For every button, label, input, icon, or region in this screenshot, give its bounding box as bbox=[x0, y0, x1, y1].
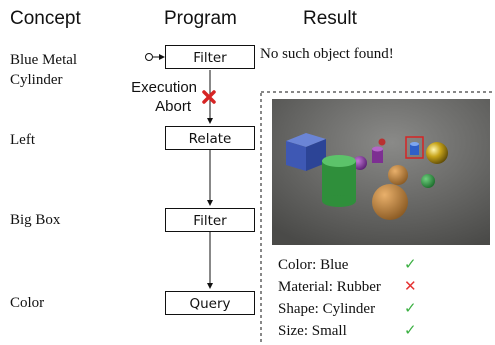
concept-left: Left bbox=[10, 132, 35, 148]
attribute-text: Material: Rubber bbox=[278, 279, 381, 295]
attribute-row-material: Material: Rubber ✕ bbox=[278, 276, 417, 298]
attribute-row-color: Color: Blue ✓ bbox=[278, 254, 417, 276]
concept-line: Blue Metal bbox=[10, 52, 78, 68]
program-step-filter: Filter bbox=[165, 208, 255, 232]
concept-blue-metal-cylinder: Blue Metal Cylinder bbox=[10, 50, 77, 90]
abort-x-icon bbox=[202, 90, 216, 104]
result-header: Result bbox=[303, 8, 357, 29]
execution-abort-line: Abort bbox=[155, 98, 191, 115]
attribute-row-shape: Shape: Cylinder ✓ bbox=[278, 298, 417, 320]
check-icon: ✓ bbox=[404, 299, 417, 317]
attribute-results: Color: Blue ✓ Material: Rubber ✕ Shape: Cy… bbox=[278, 254, 417, 342]
cross-icon: ✕ bbox=[404, 277, 417, 295]
concept-header: Concept bbox=[10, 8, 81, 29]
input-node-icon bbox=[145, 53, 153, 61]
attribute-text: Size: Small bbox=[278, 323, 347, 339]
check-icon: ✓ bbox=[404, 255, 417, 273]
execution-abort-label: Execution Abort bbox=[115, 78, 197, 116]
attribute-text: Shape: Cylinder bbox=[278, 301, 376, 317]
concept-color: Color bbox=[10, 295, 45, 311]
no-object-found-message: No such object found! bbox=[260, 46, 394, 62]
concept-big-box: Big Box bbox=[10, 212, 61, 228]
scene-render-image bbox=[272, 99, 490, 245]
check-icon: ✓ bbox=[404, 321, 417, 339]
concept-line: Cylinder bbox=[10, 72, 63, 88]
program-step-filter: Filter bbox=[165, 45, 255, 69]
program-step-query: Query bbox=[165, 291, 255, 315]
attribute-row-size: Size: Small ✓ bbox=[278, 320, 417, 342]
execution-abort-line: Execution bbox=[131, 79, 197, 96]
program-header: Program bbox=[164, 8, 237, 29]
program-step-relate: Relate bbox=[165, 126, 255, 150]
attribute-text: Color: Blue bbox=[278, 257, 349, 273]
